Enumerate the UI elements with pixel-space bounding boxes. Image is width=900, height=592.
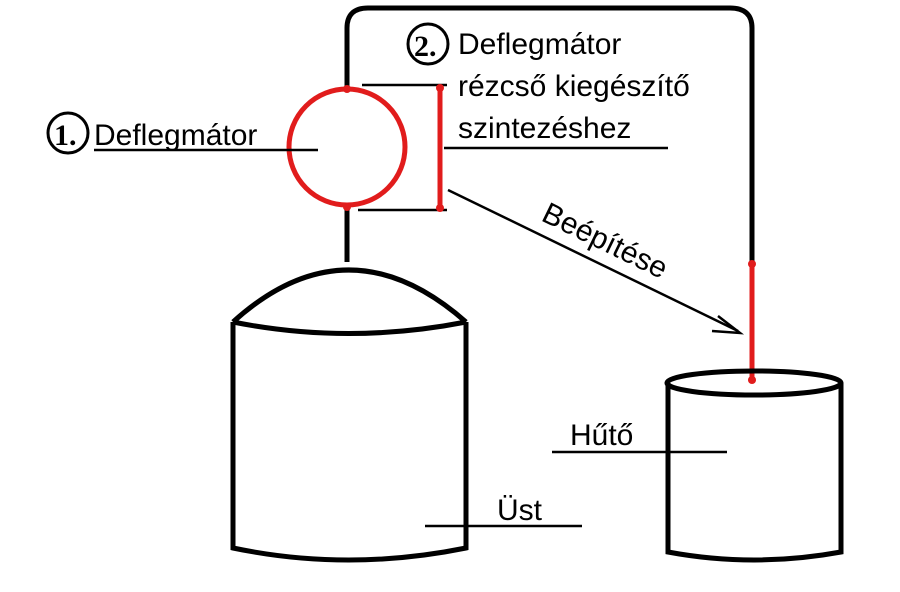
cooler	[664, 368, 844, 563]
label-1-text: Deflegmátor	[94, 119, 257, 152]
pot	[230, 267, 469, 563]
deflegmator-bottom-joint	[343, 203, 351, 211]
deflegmator-circle	[286, 86, 408, 208]
pot-body	[230, 322, 469, 563]
label-2-badge	[406, 22, 450, 66]
pot-rim	[232, 319, 467, 336]
install-arrow-head	[711, 315, 745, 335]
label-2-line1: Deflegmátor	[458, 28, 621, 61]
label-2-line2: rézcső kiegészítő	[458, 70, 690, 103]
top-pipe	[344, 5, 755, 264]
label-2-number: 2.	[414, 30, 437, 63]
label-1-badge	[46, 111, 90, 155]
label-1-number: 1.	[54, 119, 77, 152]
cooler-label: Hűtő	[570, 419, 633, 452]
copper-pipe-end	[748, 376, 756, 384]
copper-pipe-joint	[748, 260, 756, 268]
level-bar-top-cap	[436, 84, 444, 92]
cooler-top	[664, 368, 844, 398]
pot-label: Üst	[497, 494, 543, 527]
install-label: Beépítése	[537, 197, 673, 286]
pot-dome	[231, 267, 468, 324]
install-arrow-line	[447, 188, 739, 333]
cooler-body	[665, 383, 844, 563]
label-2-line3: szintezéshez	[458, 112, 631, 145]
level-bar-bottom-cap	[436, 204, 444, 212]
deflegmator-top-joint	[343, 85, 351, 93]
